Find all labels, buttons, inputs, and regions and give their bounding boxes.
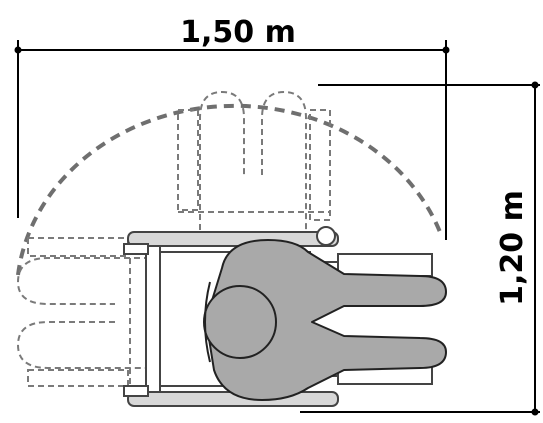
wheelchair-top-wheel bbox=[127, 231, 339, 247]
ghost-up-right-leg bbox=[261, 90, 307, 232]
ghost-left-lower-leg bbox=[16, 321, 150, 369]
depth-dimension: 1,20 m bbox=[300, 81, 540, 416]
depth-tick-top bbox=[531, 81, 539, 89]
ghost-left-upper-leg bbox=[16, 257, 150, 305]
wheelchair-push-handle-top bbox=[123, 243, 149, 255]
wheelchair-push-handle-bottom bbox=[123, 385, 149, 397]
width-tick-right bbox=[442, 46, 450, 54]
person-shoulder-contour bbox=[204, 281, 211, 363]
width-tick-left bbox=[14, 46, 22, 54]
depth-tick-bottom bbox=[531, 408, 539, 416]
depth-label: 1,20 m bbox=[495, 190, 530, 306]
person-body bbox=[205, 239, 447, 401]
ghost-up-footrest-right bbox=[309, 109, 331, 221]
wheelchair-backrest bbox=[145, 245, 161, 393]
width-label: 1,50 m bbox=[180, 15, 296, 50]
ghost-left-footrest-top bbox=[27, 237, 129, 257]
width-dimension: 1,50 m bbox=[14, 15, 450, 240]
person bbox=[203, 239, 447, 401]
turning-arc bbox=[16, 103, 442, 276]
ghost-wheelchair-up bbox=[177, 90, 331, 232]
ghost-up-footrest-left bbox=[177, 109, 199, 211]
person-head bbox=[203, 285, 277, 359]
ghost-wheelchair-left bbox=[16, 237, 150, 390]
wheelchair-footrest-top bbox=[337, 253, 433, 277]
ghost-up-left-leg bbox=[199, 90, 245, 230]
ghost-left-footrest-bottom bbox=[27, 369, 129, 387]
wheelchair-caster bbox=[316, 226, 336, 246]
